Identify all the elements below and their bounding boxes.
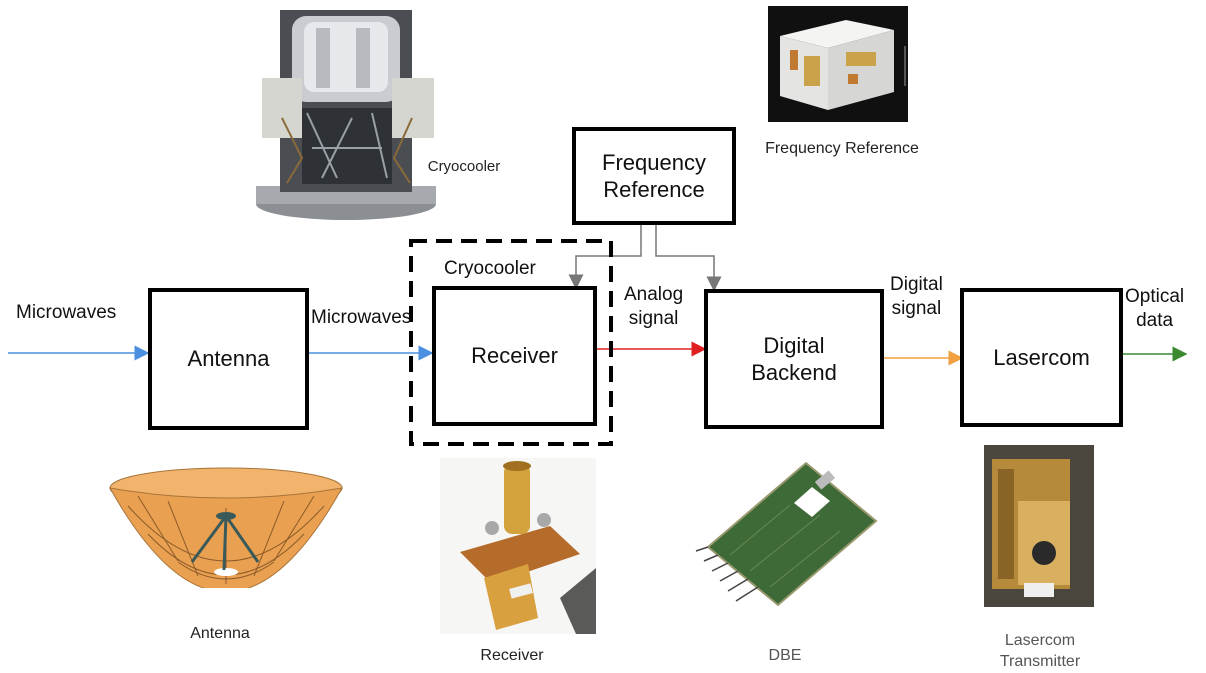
lasercom-transmitter-photo <box>984 445 1094 607</box>
receiver-block: Receiver <box>432 286 597 426</box>
receiver-block-label: Receiver <box>471 343 558 369</box>
receiver-photo-caption: Receiver <box>480 647 544 664</box>
digital-backend-block: Digital Backend <box>704 289 884 429</box>
lasercom-photo-caption: Lasercom Transmitter <box>999 632 1081 670</box>
output-signal-label: Optical data <box>1125 286 1185 331</box>
frequency-reference-block-label: Frequency Reference <box>602 149 706 203</box>
dbe-photo-caption: DBE <box>768 647 802 664</box>
antenna-dish-photo <box>109 467 343 588</box>
reference-to-receiver-arrow <box>568 224 642 290</box>
cryocooler-photo-caption: Cryocooler <box>427 158 501 175</box>
lasercom-block: Lasercom <box>960 288 1123 427</box>
cryocooler-photo <box>256 10 436 220</box>
lasercom-block-label: Lasercom <box>993 344 1090 370</box>
receiver-photo <box>440 458 596 634</box>
cryocooler-box-label: Cryocooler <box>444 258 536 279</box>
antenna-photo-caption: Antenna <box>190 625 250 642</box>
antenna-to-receiver-signal-label: Microwaves <box>311 307 412 328</box>
frequency-reference-photo-caption: Frequency Reference <box>765 140 919 157</box>
receiver-to-backend-signal-label: Analog signal <box>624 284 684 329</box>
frequency-reference-photo <box>768 6 908 122</box>
dbe-board-photo <box>695 461 878 607</box>
antenna-block: Antenna <box>148 288 309 430</box>
reference-to-backend-arrow <box>655 224 722 292</box>
input-signal-label: Microwaves <box>16 302 117 323</box>
digital-backend-block-label: Digital Backend <box>751 332 837 386</box>
antenna-block-label: Antenna <box>187 346 270 372</box>
frequency-reference-block: Frequency Reference <box>572 127 736 225</box>
cryocooler-dashed-box <box>409 239 613 446</box>
backend-to-lasercom-signal-label: Digital signal <box>890 274 943 319</box>
